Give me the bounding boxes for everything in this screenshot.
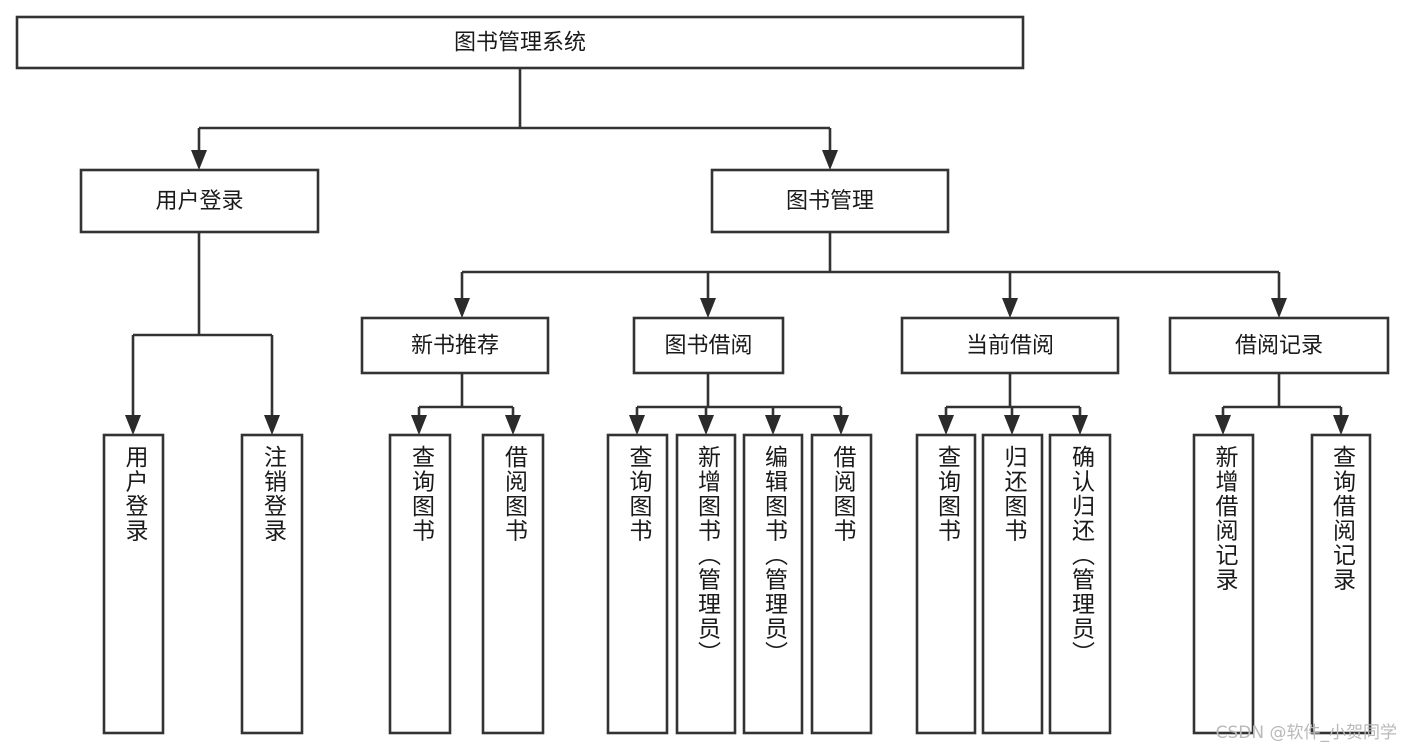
node-box-l-user-login[interactable] bbox=[102, 433, 165, 735]
node-box-root[interactable] bbox=[15, 15, 1025, 70]
connector-book-mgmt-fanout bbox=[454, 232, 1287, 318]
node-box-l-borrow-book-2[interactable] bbox=[810, 433, 873, 735]
node-box-l-query-book-2[interactable] bbox=[606, 433, 669, 735]
edges-layer bbox=[125, 68, 1349, 435]
node-label-n-borrow-record: 借阅记录 bbox=[1235, 334, 1323, 359]
node-box-l-user-logout[interactable] bbox=[240, 433, 304, 735]
node-box-n-book-mgmt[interactable] bbox=[710, 168, 950, 234]
node-box-l-add-book[interactable] bbox=[675, 433, 737, 735]
node-box-n-book-borrow[interactable] bbox=[632, 316, 785, 375]
node-label-n-current-borrow: 当前借阅 bbox=[966, 334, 1054, 359]
node-box-l-query-record[interactable] bbox=[1310, 433, 1372, 735]
connector-new-book-fanout bbox=[411, 373, 521, 435]
node-label-n-book-mgmt: 图书管理 bbox=[786, 189, 874, 214]
node-box-l-confirm-return[interactable] bbox=[1048, 433, 1112, 735]
node-box-n-borrow-record[interactable] bbox=[1168, 316, 1390, 375]
connector-root-fanout bbox=[191, 68, 838, 170]
node-box-l-query-book-1[interactable] bbox=[388, 433, 452, 735]
connector-book-borrow-fanout bbox=[629, 373, 849, 435]
boxes-layer bbox=[15, 15, 1390, 735]
node-label-n-book-borrow: 图书借阅 bbox=[664, 334, 752, 359]
node-box-l-add-record[interactable] bbox=[1192, 433, 1255, 735]
node-box-n-user-login[interactable] bbox=[79, 168, 320, 234]
connector-user-login-fanout bbox=[125, 232, 280, 435]
node-box-n-current-borrow[interactable] bbox=[900, 316, 1120, 375]
node-label-root: 图书管理系统 bbox=[454, 31, 586, 56]
node-label-n-new-book-rec: 新书推荐 bbox=[411, 334, 499, 359]
connector-current-borrow-fanout bbox=[938, 373, 1088, 435]
node-box-n-new-book-rec[interactable] bbox=[360, 316, 550, 375]
connector-borrow-record-fanout bbox=[1215, 373, 1349, 435]
node-box-l-edit-book[interactable] bbox=[742, 433, 804, 735]
node-box-l-return-book[interactable] bbox=[981, 433, 1044, 735]
node-box-l-query-book-3[interactable] bbox=[915, 433, 977, 735]
node-label-n-user-login: 用户登录 bbox=[155, 189, 243, 214]
node-box-l-borrow-book-1[interactable] bbox=[481, 433, 545, 735]
